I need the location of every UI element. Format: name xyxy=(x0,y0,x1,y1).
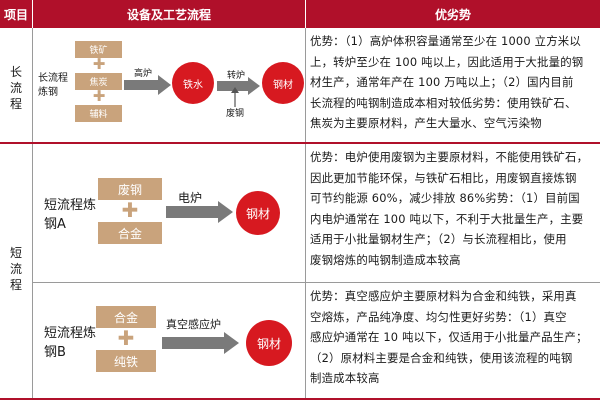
long-pros-cons-text: 优势：（1）高炉体积容量通常至少在 1000 立方米以 上，转炉至少在 100 … xyxy=(310,34,584,130)
bottom-border xyxy=(0,398,600,400)
short-a-pros-cons-text: 优势：电炉使用废钢为主要原材料，不能使用铁矿石， 因此更加节能环保，与铁矿石相比… xyxy=(310,150,589,267)
step-vacuum-induction-furnace-label: 真空感应炉 xyxy=(166,318,221,331)
input-coke: 焦炭 xyxy=(75,73,122,90)
short-b-pros-cons-text: 优势：真空感应炉主要原材料为合金和纯铁，采用真 空熔炼，产品纯净度、均匀性更好劣… xyxy=(310,289,588,385)
step-converter-label: 转炉 xyxy=(227,71,246,81)
input-pure-iron: 纯铁 xyxy=(96,350,156,372)
row-label-short: 短流程 xyxy=(9,246,22,292)
product-steel-long: 钢材 xyxy=(262,62,304,104)
step-blast-furnace-label: 高炉 xyxy=(134,69,153,79)
plus-icon: ✚ xyxy=(121,198,139,222)
section-divider xyxy=(0,142,600,144)
row-label-long: 长流程 xyxy=(9,65,22,111)
product-steel-b: 钢材 xyxy=(246,320,292,366)
product-steel-a: 钢材 xyxy=(236,191,280,235)
input-alloy: 合金 xyxy=(98,222,162,244)
grid-line xyxy=(305,28,306,400)
header-col-pros-cons: 优劣势 xyxy=(306,0,600,28)
plus-icon: ✚ xyxy=(117,326,135,350)
input-auxiliary: 辅料 xyxy=(75,105,122,122)
plus-icon: ✚ xyxy=(92,55,106,73)
plus-icon: ✚ xyxy=(92,87,106,105)
arrow-right-icon xyxy=(162,332,239,354)
input-scrap-steel: 废钢 xyxy=(98,178,162,200)
arrow-right-icon xyxy=(217,77,260,95)
input-iron-ore: 铁矿 xyxy=(75,41,122,58)
arrow-right-icon xyxy=(124,75,171,95)
input-alloy-b: 合金 xyxy=(96,306,156,328)
short-a-process-label: 短流程炼钢A xyxy=(44,198,97,232)
header-col-process: 设备及工艺流程 xyxy=(33,0,305,28)
intermediate-molten-iron: 铁水 xyxy=(172,62,214,104)
short-b-process-label: 短流程炼钢B xyxy=(44,326,97,360)
header-col-item: 项目 xyxy=(0,0,32,28)
long-process-label: 长流程炼钢 xyxy=(38,73,68,98)
grid-line xyxy=(32,28,33,400)
scrap-steel-label: 废钢 xyxy=(226,109,245,119)
arrow-up-icon xyxy=(231,87,239,107)
arrow-right-icon xyxy=(166,201,233,223)
step-electric-furnace-label: 电炉 xyxy=(178,191,203,205)
grid-line xyxy=(33,282,600,283)
